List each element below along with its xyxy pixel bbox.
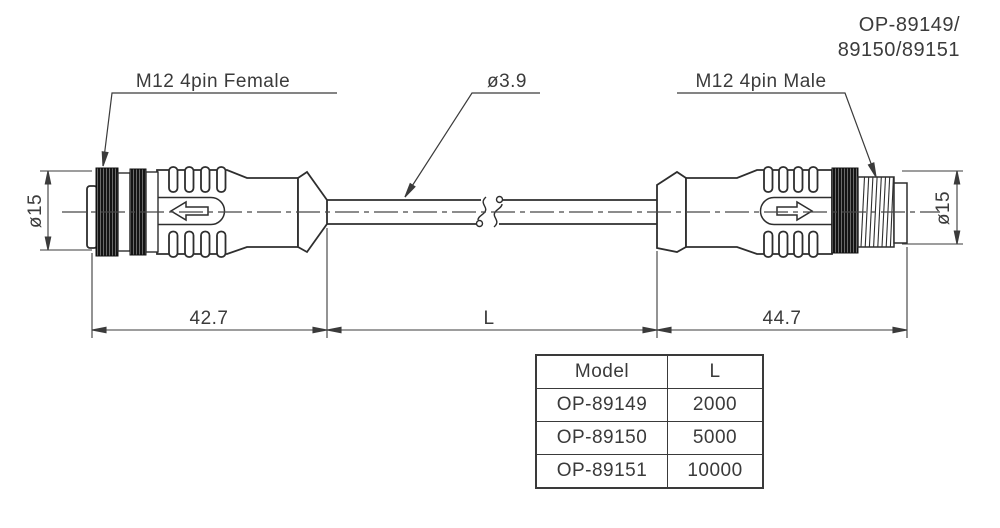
male-knurled-ring (831, 167, 859, 254)
callout-male-label: M12 4pin Male (695, 71, 826, 92)
female-arrow-left-icon (169, 200, 209, 222)
male-diameter-label: ø15 (933, 191, 954, 225)
model-table-row-op89149: OP-89149 2000 (535, 388, 764, 422)
model-cell: OP-89149 (535, 388, 668, 422)
model-table-header-row: Model L (535, 354, 764, 389)
diameter-dim-left: ø15 (25, 170, 92, 251)
length-cell: 10000 (667, 454, 764, 489)
part-number-line2: 89150/89151 (838, 39, 960, 61)
model-table-row-op89150: OP-89150 5000 (535, 421, 764, 455)
callout-leaders (101, 92, 877, 198)
male-ribs (763, 166, 819, 258)
model-cell: OP-89150 (535, 421, 668, 455)
length-cell: 5000 (667, 421, 764, 455)
female-diameter-label: ø15 (25, 194, 46, 228)
female-emblem-capsule (158, 196, 226, 226)
part-number-line1: OP-89149/ (859, 14, 960, 36)
cable-break-symbol (475, 195, 504, 228)
female-connector (86, 166, 328, 258)
model-cell: OP-89151 (535, 454, 668, 489)
female-ribs (168, 166, 227, 258)
callout-cable-diameter-label: ø3.9 (487, 71, 527, 92)
male-connector (656, 166, 908, 258)
model-table: Model L OP-89149 2000 OP-89150 5000 OP-8… (535, 354, 764, 489)
model-table-header-model: Model (535, 354, 668, 389)
male-emblem-capsule (759, 196, 832, 226)
diameter-dim-right: ø15 (902, 170, 963, 245)
male-length-label: 44.7 (763, 308, 802, 329)
female-length-label: 42.7 (190, 308, 229, 329)
callout-female-label: M12 4pin Female (136, 71, 290, 92)
part-number-block: OP-89149/ 89150/89151 (838, 14, 960, 61)
model-table-row-op89151: OP-89151 10000 (535, 454, 764, 489)
model-table-header-l: L (667, 354, 764, 389)
cable (327, 195, 657, 228)
length-dimensions: 42.7 L 44.7 (91, 228, 908, 338)
cable-length-label: L (483, 308, 494, 329)
male-end-cap (893, 182, 908, 244)
male-arrow-right-icon (776, 200, 814, 222)
length-cell: 2000 (667, 388, 764, 422)
